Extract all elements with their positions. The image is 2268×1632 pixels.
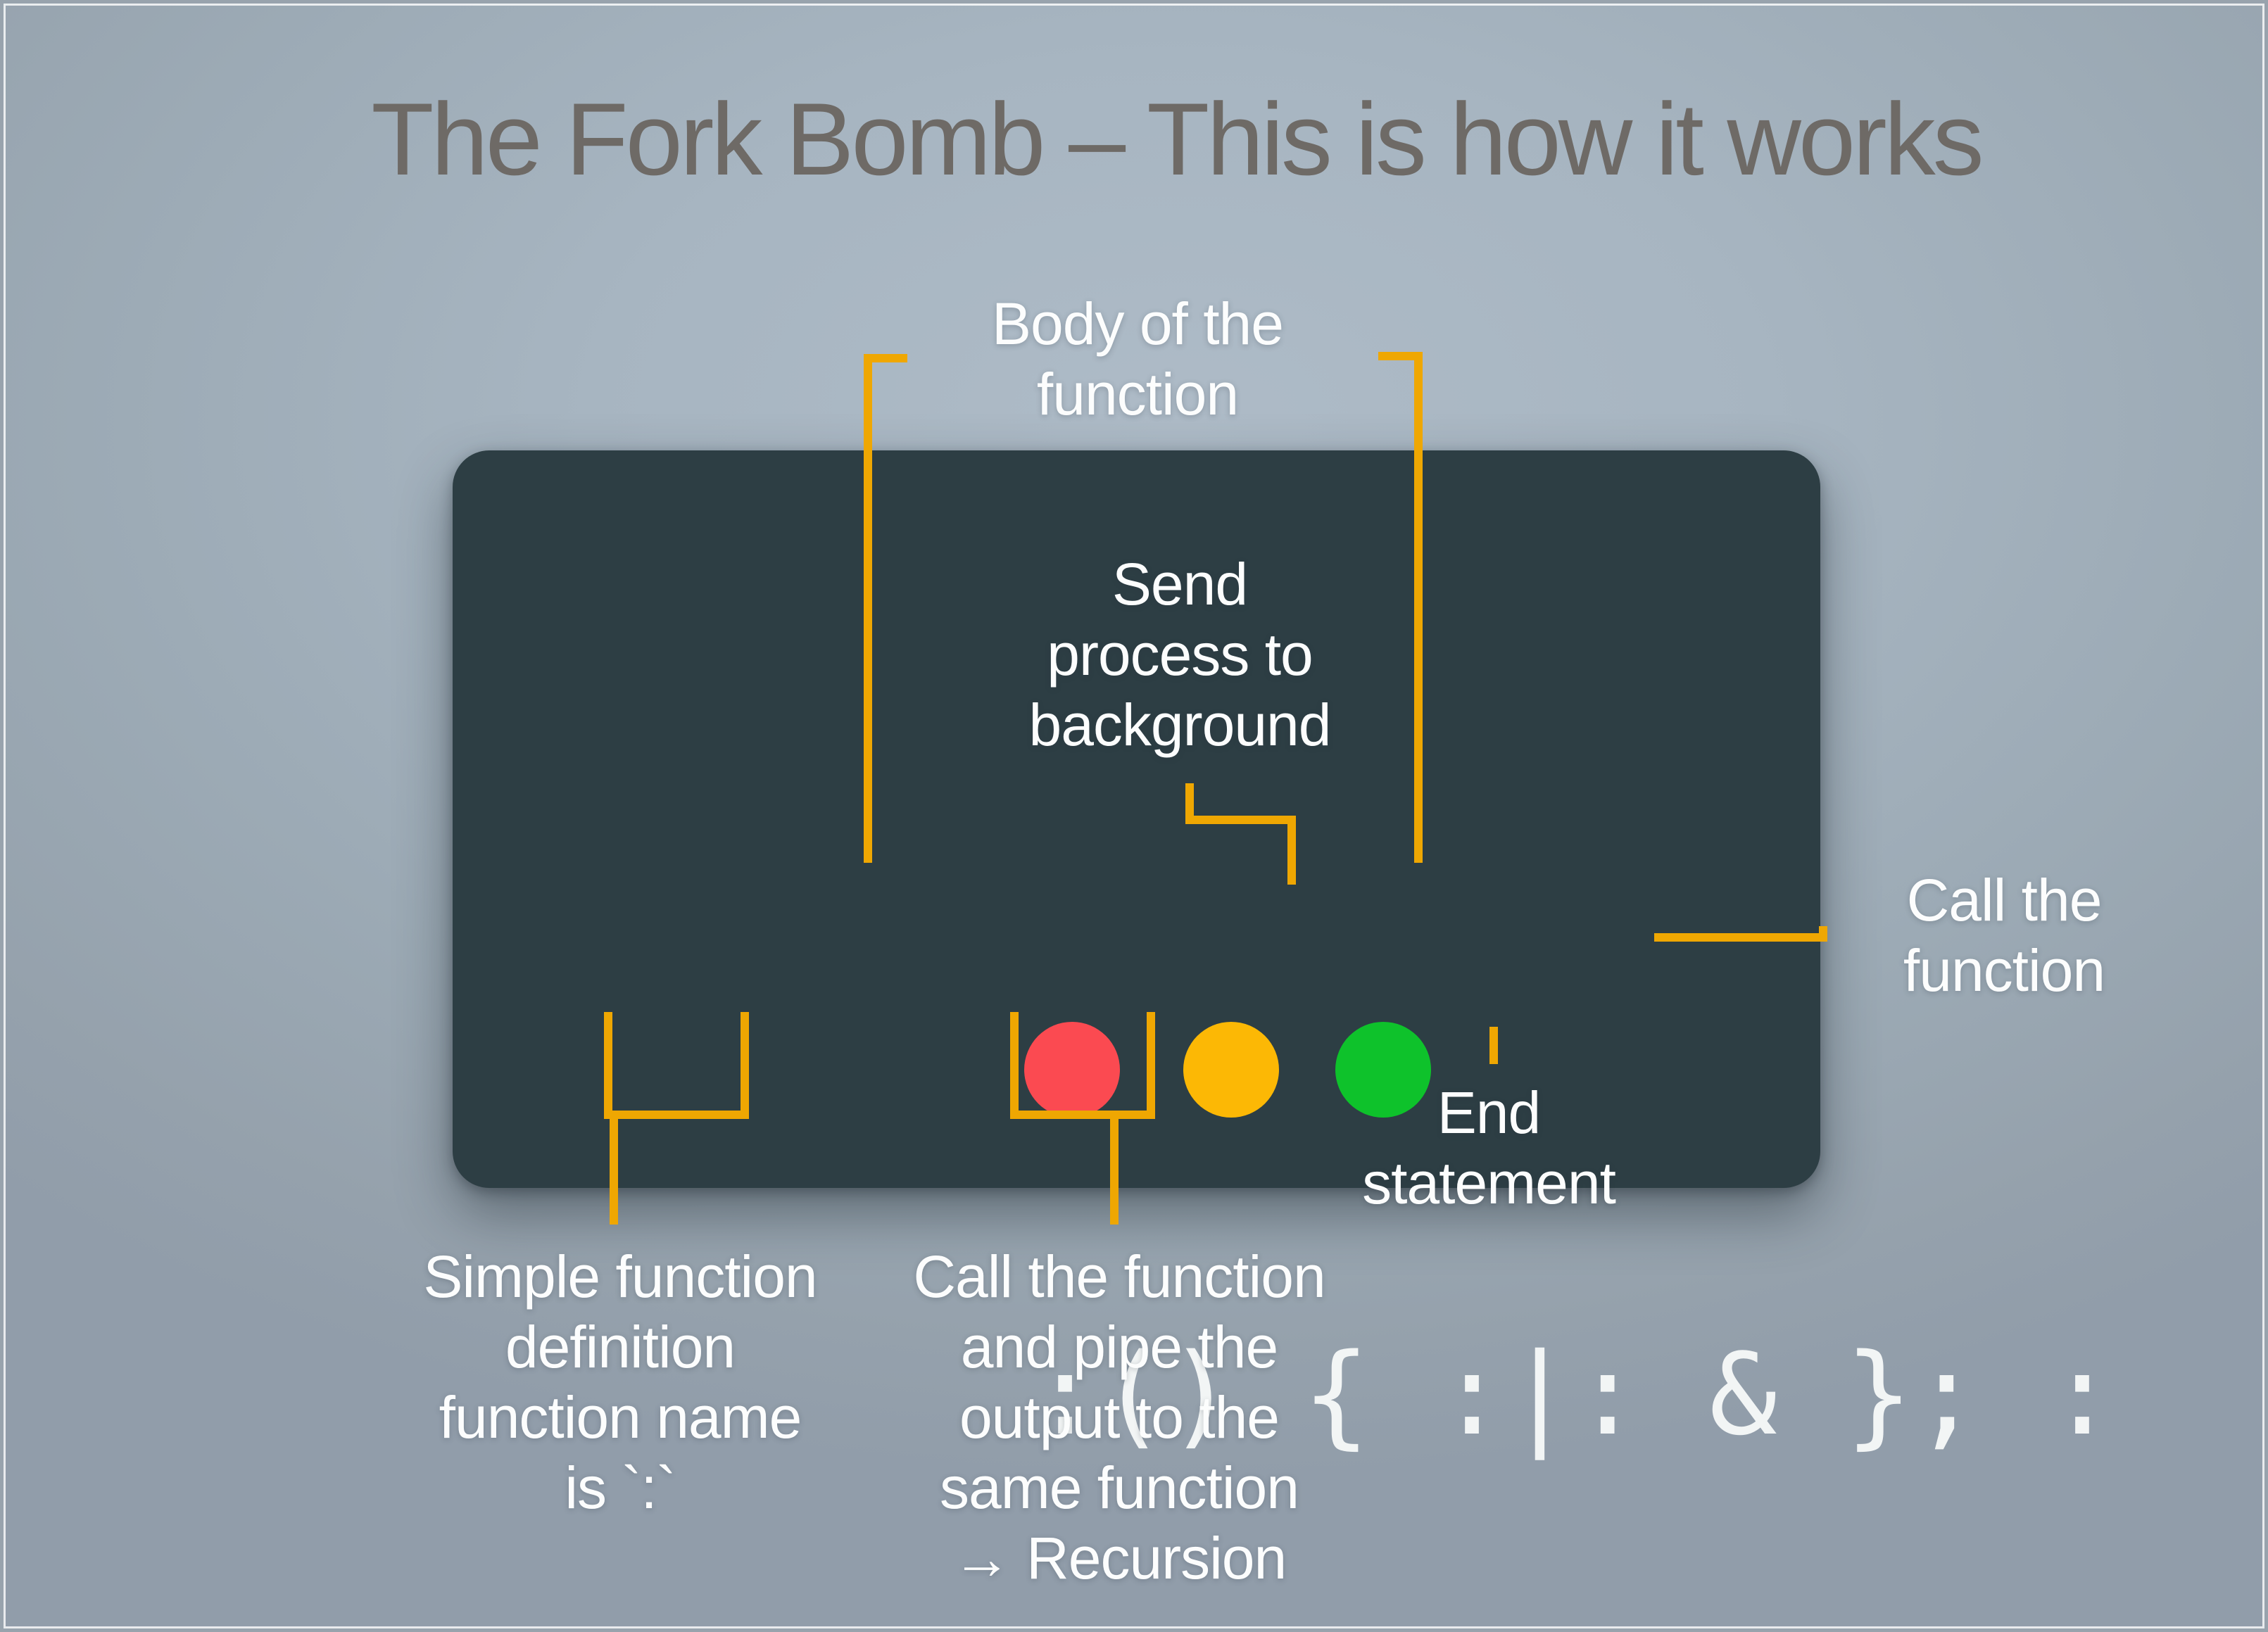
label-end-statement: End statement xyxy=(1362,1080,1616,1216)
label-body-of-function: Body of the function xyxy=(992,291,1284,427)
connector-body-right-line xyxy=(1414,352,1423,863)
terminal-window: :() { :|: & }; : xyxy=(453,450,2116,1451)
connector-definition-stem xyxy=(610,1119,618,1225)
connector-recursion-stem xyxy=(1110,1119,1119,1225)
zoom-button-icon xyxy=(1335,1022,1431,1118)
fork-bomb-code: :() { :|: & }; : xyxy=(1031,1329,2117,1460)
connector-recursion-bracket-bottom xyxy=(1010,1111,1155,1119)
connector-call-function-tick xyxy=(1819,926,1827,942)
slide-title: The Fork Bomb – This is how it works xyxy=(371,82,1984,196)
connector-body-left-line xyxy=(864,354,872,863)
connector-body-left-elbow xyxy=(864,354,907,362)
connector-definition-bracket-left xyxy=(604,1012,612,1119)
connector-recursion-bracket-left xyxy=(1010,1012,1019,1119)
traffic-lights xyxy=(1024,1022,1482,1118)
connector-recursion-bracket-right xyxy=(1147,1012,1155,1119)
connector-definition-bracket-right xyxy=(741,1012,749,1119)
connector-background-to-ampersand xyxy=(1287,816,1296,885)
connector-definition-bracket-bottom xyxy=(604,1111,749,1119)
label-pipe-recursion: Call the function and pipe the output to… xyxy=(913,1244,1325,1591)
label-send-to-background: Send process to background xyxy=(1028,551,1332,758)
connector-call-function-line xyxy=(1654,933,1827,942)
label-function-definition: Simple function definition function name… xyxy=(423,1244,817,1521)
connector-end-statement-line xyxy=(1489,1027,1498,1064)
label-call-the-function: Call the function xyxy=(1903,867,2105,1004)
connector-body-right-elbow xyxy=(1378,352,1423,360)
minimize-button-icon xyxy=(1183,1022,1279,1118)
close-button-icon xyxy=(1024,1022,1120,1118)
connector-background-drop xyxy=(1185,783,1194,824)
connector-background-elbow xyxy=(1185,816,1296,824)
